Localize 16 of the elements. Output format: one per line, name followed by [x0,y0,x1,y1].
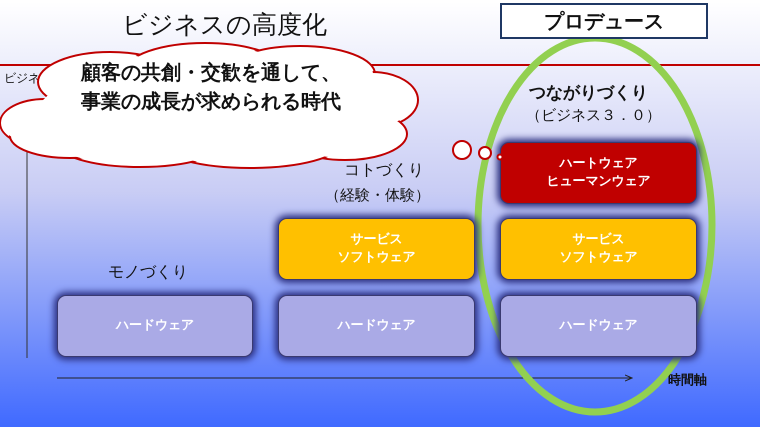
obscured-label: ビジネ [4,70,40,87]
hardware-box: ハードウェア [278,295,475,357]
humanware-box: ハートウェア ヒューマンウェア [500,142,697,204]
hardware-box: ハードウェア [57,295,253,357]
software-box: サービス ソフトウェア [278,218,475,280]
stage-subtitle: （ビジネス３．０） [526,106,661,125]
axis-label: 時間軸 [668,372,707,389]
hardware-box: ハードウェア [500,295,697,357]
stage-label: つながりづくり [529,82,648,104]
title: ビジネスの高度化 [122,9,327,41]
software-box: サービス ソフトウェア [500,218,697,280]
stage-label: コトづくり [344,160,424,181]
title-box: プロデュース [500,3,708,39]
stage-label: モノづくり [108,262,188,283]
stage-subtitle: （経験・体験） [325,186,430,205]
cloud-text: 顧客の共創・交歓を通して、事業の成長が求められる時代 [80,59,342,115]
